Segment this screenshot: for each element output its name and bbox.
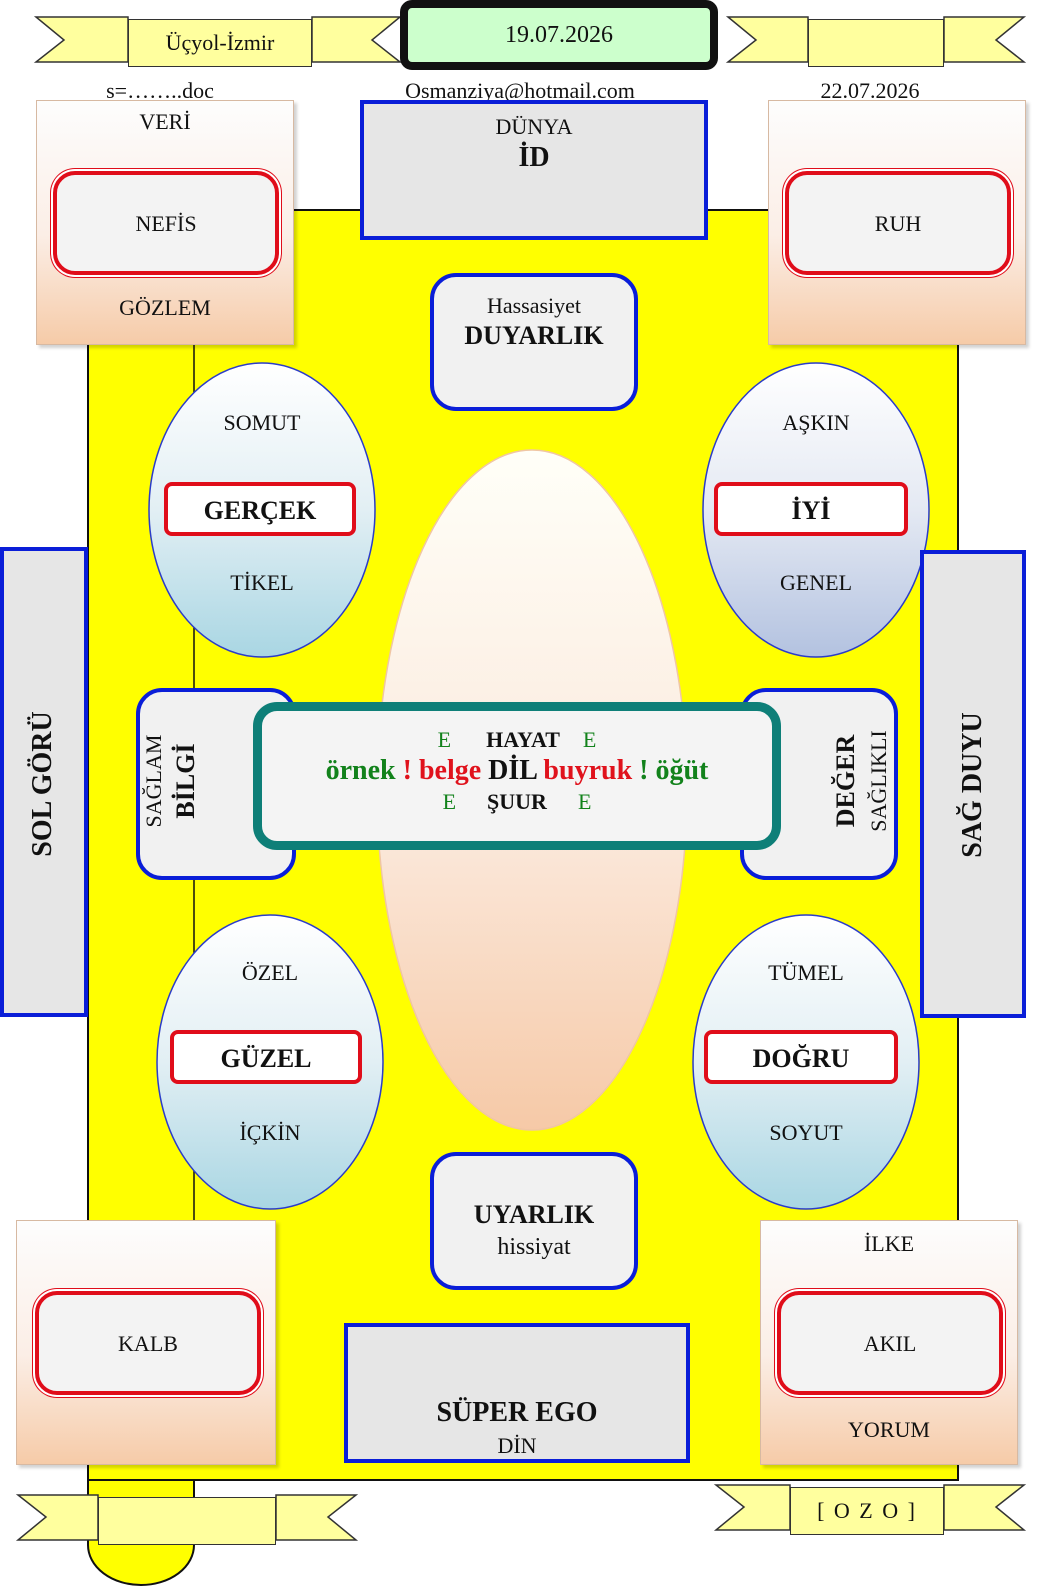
nefis-box: NEFİS xyxy=(53,171,279,275)
hayat-label: HAYAT xyxy=(486,727,560,752)
uyarlik-label: UYARLIK xyxy=(473,1200,595,1229)
hissiyat-label: hissiyat xyxy=(497,1234,571,1260)
yorum-label: YORUM xyxy=(848,1417,930,1442)
suur-label: ŞUUR xyxy=(487,789,547,814)
buyruk-label: buyruk xyxy=(543,755,633,786)
somut-label: SOMUT xyxy=(223,410,301,435)
dil-label: DİL xyxy=(488,755,537,786)
iyi-label: İYİ xyxy=(791,496,831,525)
center-language-bar: E HAYAT E örnek ! belge DİL buyruk ! öğü… xyxy=(253,702,781,850)
e-left-top: E xyxy=(437,727,452,752)
date-right: 22.07.2026 xyxy=(820,78,920,103)
ozel-label: ÖZEL xyxy=(241,960,299,985)
gercek-box: GERÇEK xyxy=(164,482,356,536)
saglam-label: SAĞLAM xyxy=(141,734,166,828)
tikel-label: TİKEL xyxy=(230,570,294,595)
superego-label: SÜPER EGO xyxy=(436,1397,598,1428)
bang-1: ! xyxy=(402,755,412,786)
id-box: DÜNYA İD xyxy=(360,100,708,240)
ribbon-bottom-right xyxy=(713,1484,1027,1531)
saglikli-label: SAĞLIKLI xyxy=(866,730,891,832)
ozo-label: [ O Z O ] xyxy=(817,1498,917,1523)
guzel-label: GÜZEL xyxy=(220,1044,312,1073)
ruh-label: RUH xyxy=(874,211,922,236)
din-label: DİN xyxy=(497,1433,537,1458)
duyarlik-label: DUYARLIK xyxy=(464,321,604,350)
corner-top-left: VERİ NEFİS GÖZLEM xyxy=(36,100,294,345)
bang-2: ! xyxy=(639,755,649,786)
genel-label: GENEL xyxy=(779,570,853,595)
iyi-box: İYİ xyxy=(714,482,908,536)
corner-top-right: RUH xyxy=(768,100,1026,345)
gercek-label: GERÇEK xyxy=(203,496,317,525)
uyarlik-box: UYARLIK hissiyat xyxy=(430,1152,638,1290)
akil-label: AKIL xyxy=(863,1331,917,1356)
suur-line: E ŞUUR E xyxy=(262,789,772,815)
veri-label: VERİ xyxy=(139,109,191,134)
tumel-label: TÜMEL xyxy=(768,960,844,985)
e-right-top: E xyxy=(582,727,597,752)
hayat-line: E HAYAT E xyxy=(262,727,772,753)
date-top: 19.07.2026 xyxy=(505,22,613,48)
banner-right-plate xyxy=(808,19,944,67)
guzel-box: GÜZEL xyxy=(170,1030,362,1084)
ogut-label: öğüt xyxy=(655,755,709,786)
ribbon-bottom-left xyxy=(15,1494,359,1541)
dogru-box: DOĞRU xyxy=(704,1030,898,1084)
ilke-label: İLKE xyxy=(863,1231,915,1256)
dunya-label: DÜNYA xyxy=(495,114,573,139)
location-label: Üçyol-İzmir xyxy=(165,30,275,55)
email-address: Osmanziya@hotmail.com xyxy=(405,78,635,103)
corner-bottom-left: KALB xyxy=(16,1220,276,1465)
e-right-bottom: E xyxy=(577,789,592,814)
bilgi-label: BİLGİ xyxy=(171,743,200,819)
ickin-label: İÇKİN xyxy=(239,1120,301,1145)
ornek-label: örnek xyxy=(325,755,396,786)
belge-label: belge xyxy=(418,755,482,786)
hassasiyet-label: Hassasiyet xyxy=(486,293,582,318)
banner-bottom-right-plate: [ O Z O ] xyxy=(790,1487,944,1535)
duyarlik-box: Hassasiyet DUYARLIK xyxy=(430,273,638,411)
e-left-bottom: E xyxy=(442,789,457,814)
sol-goru-label: SOL GÖRÜ xyxy=(27,711,58,857)
kalb-label: KALB xyxy=(118,1331,178,1356)
ribbon-top-left xyxy=(33,16,403,63)
right-side-panel: SAĞ DUYU xyxy=(920,550,1026,1018)
date-box: 19.07.2026 xyxy=(400,0,718,70)
ruh-box: RUH xyxy=(785,171,1011,275)
sag-duyu-label: SAĞ DUYU xyxy=(957,712,988,858)
deger-label: DEĞER xyxy=(831,734,860,828)
ribbon-top-right xyxy=(725,16,1027,63)
nefis-label: NEFİS xyxy=(135,211,197,236)
superego-box: SÜPER EGO DİN xyxy=(344,1323,690,1463)
banner-bottom-left-plate xyxy=(98,1497,276,1545)
left-side-panel: SOL GÖRÜ xyxy=(0,547,88,1017)
corner-bottom-right: İLKE AKIL YORUM xyxy=(760,1220,1018,1465)
soyut-label: SOYUT xyxy=(769,1120,843,1145)
banner-left-plate: Üçyol-İzmir xyxy=(128,19,312,67)
file-reference: s=……..doc xyxy=(106,78,214,103)
dogru-label: DOĞRU xyxy=(752,1044,850,1073)
gozlem-label: GÖZLEM xyxy=(119,295,211,320)
id-label: İD xyxy=(518,142,550,173)
dil-line: örnek ! belge DİL buyruk ! öğüt xyxy=(262,755,772,787)
kalb-box: KALB xyxy=(35,1291,261,1395)
askin-label: AŞKIN xyxy=(782,410,850,435)
akil-box: AKIL xyxy=(777,1291,1003,1395)
